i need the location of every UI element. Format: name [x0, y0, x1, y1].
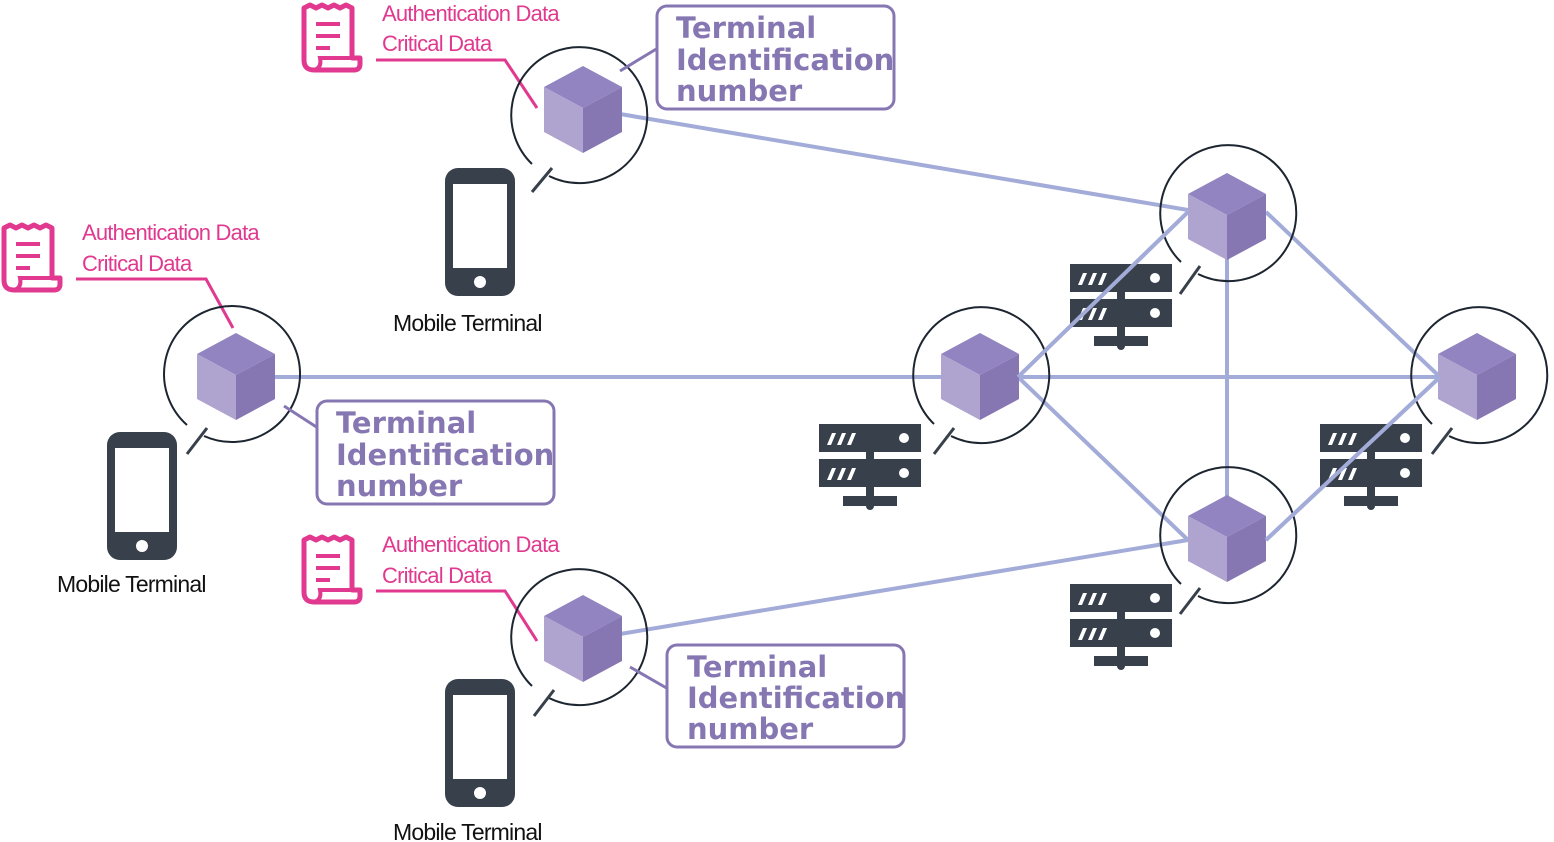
terminal-id-box	[315, 399, 556, 506]
ring-pointer	[185, 427, 209, 455]
server-icon	[1070, 584, 1172, 670]
cube-icon	[1188, 495, 1266, 582]
server-node-bottom	[1070, 466, 1298, 670]
server-node-top	[1070, 144, 1298, 350]
node-ring	[1159, 144, 1298, 283]
receipt-icon	[304, 537, 360, 602]
link-server-left-server-bottom	[1016, 375, 1190, 542]
cube-icon	[197, 333, 275, 420]
server-node-left	[819, 306, 1051, 510]
terminal-node-top: Authentication Data Critical Data Termin…	[304, 1, 896, 336]
id-callout-line	[629, 665, 671, 692]
terminal-id-line-3: number	[336, 469, 463, 503]
node-ring	[163, 305, 302, 444]
id-callout-line	[619, 46, 659, 73]
critical-data-label: Critical Data	[382, 31, 493, 56]
node-ring	[1410, 306, 1549, 445]
ring-pointer	[530, 167, 554, 193]
link-terminal-bottom-server-bottom	[619, 538, 1189, 636]
ring-pointer	[1178, 265, 1202, 295]
ring-pointer	[1430, 427, 1454, 455]
node-ring	[1159, 466, 1298, 605]
server-node-right	[1320, 306, 1549, 510]
overlay-links	[1016, 210, 1442, 542]
smartphone-icon	[445, 168, 515, 296]
terminal-id-line-2: Identification	[687, 681, 905, 715]
smartphone-icon	[107, 432, 177, 560]
overlay-link-bottom-right	[1264, 375, 1442, 542]
ring-pointer	[932, 427, 956, 455]
cube-icon	[1188, 173, 1266, 260]
terminal-id-box	[655, 4, 896, 111]
terminal-id-box	[665, 643, 906, 749]
auth-data-label: Authentication Data	[382, 532, 560, 557]
terminal-id-line-2: Identification	[676, 43, 894, 77]
terminal-node-bottom: Authentication Data Critical Data Termin…	[304, 532, 906, 842]
ring-pointer	[1178, 587, 1202, 615]
ring-pointer	[532, 689, 556, 717]
node-ring	[912, 306, 1051, 445]
terminal-node-left: Authentication Data Critical Data Termin…	[4, 220, 556, 597]
link-terminal-top-server-top	[619, 112, 1189, 212]
cube-icon	[544, 66, 622, 153]
overlay-link-left-top	[1016, 210, 1190, 379]
server-icon	[1320, 424, 1422, 510]
data-callout-line	[376, 589, 539, 642]
data-callout-line	[76, 277, 235, 329]
cube-icon	[1438, 333, 1516, 420]
auth-data-label: Authentication Data	[382, 1, 560, 26]
terminal-id-line-1: Terminal	[336, 406, 476, 440]
auth-data-label: Authentication Data	[82, 220, 260, 245]
terminal-id-line-3: number	[687, 712, 814, 746]
terminal-id-line-1: Terminal	[687, 650, 827, 684]
receipt-icon	[304, 5, 360, 70]
critical-data-label: Critical Data	[382, 563, 493, 588]
mobile-terminal-label: Mobile Terminal	[393, 310, 542, 336]
cube-icon	[544, 595, 622, 682]
terminal-id-line-3: number	[676, 74, 803, 108]
mobile-terminal-label: Mobile Terminal	[393, 819, 542, 842]
terminal-id-line-2: Identification	[336, 438, 554, 472]
mobile-terminal-label: Mobile Terminal	[57, 571, 206, 597]
id-callout-line	[283, 404, 319, 430]
link-server-top-server-right	[1264, 210, 1442, 379]
server-icon	[819, 424, 921, 510]
terminal-id-line-1: Terminal	[676, 11, 816, 45]
smartphone-icon	[445, 679, 515, 807]
critical-data-label: Critical Data	[82, 251, 193, 276]
node-ring	[510, 46, 649, 185]
receipt-icon	[4, 225, 60, 290]
data-callout-line	[376, 58, 539, 109]
cube-icon	[941, 333, 1019, 420]
node-ring	[510, 568, 649, 707]
